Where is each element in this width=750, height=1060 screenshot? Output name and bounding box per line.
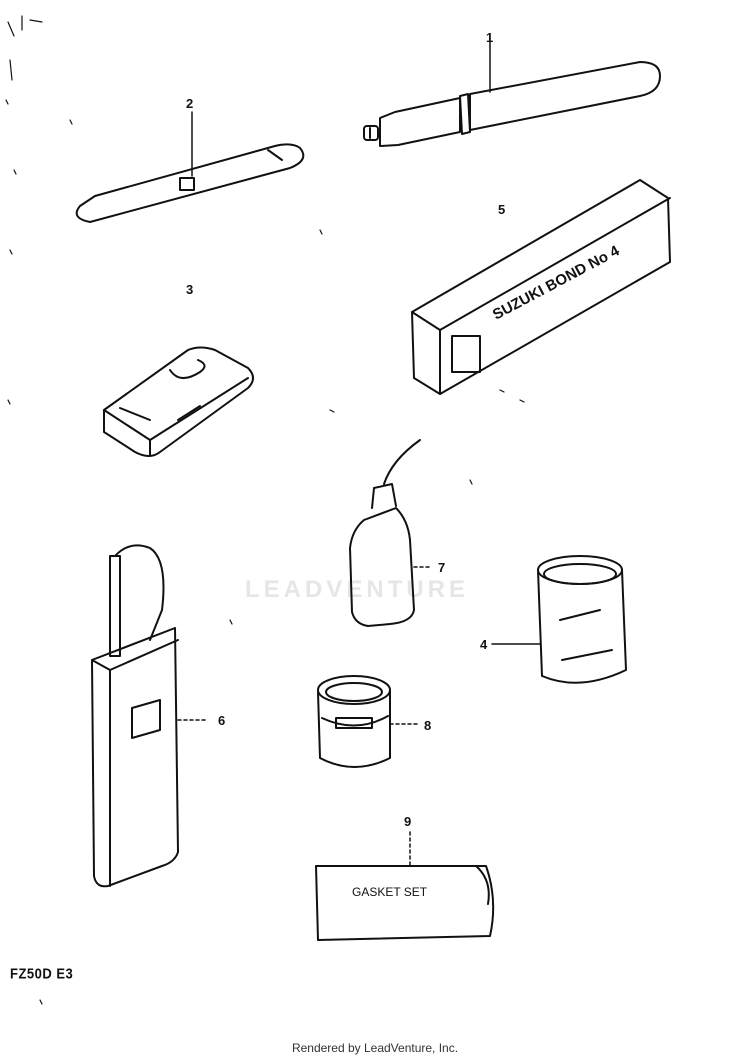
part-3-case — [103, 346, 254, 457]
part-6-oil-can — [91, 544, 179, 888]
callout-8: 8 — [424, 718, 432, 733]
watermark: LEADVENTURE — [245, 576, 470, 603]
scan-specks — [5, 15, 525, 1005]
footer-credit: Rendered by LeadVenture, Inc. — [291, 1041, 459, 1055]
part-1-grease-tube — [363, 61, 661, 147]
callout-1: 1 — [486, 30, 494, 45]
part-9-gasket-set — [315, 865, 495, 941]
part-5-bond-box — [411, 179, 671, 395]
part-2-tire-lever — [75, 143, 305, 223]
callout-7: 7 — [438, 560, 446, 575]
part-4-can — [537, 555, 627, 684]
gasket-set-label: GASKET SET — [352, 885, 428, 899]
callout-2: 2 — [186, 96, 194, 111]
callout-6: 6 — [218, 713, 226, 728]
model-code: FZ50D E3 — [10, 965, 74, 982]
part-7-bottle — [349, 439, 421, 627]
callout-9: 9 — [404, 814, 412, 829]
part-8-tin — [317, 675, 391, 768]
callout-4: 4 — [480, 637, 488, 652]
callout-3: 3 — [186, 282, 194, 297]
callout-5: 5 — [498, 202, 506, 217]
